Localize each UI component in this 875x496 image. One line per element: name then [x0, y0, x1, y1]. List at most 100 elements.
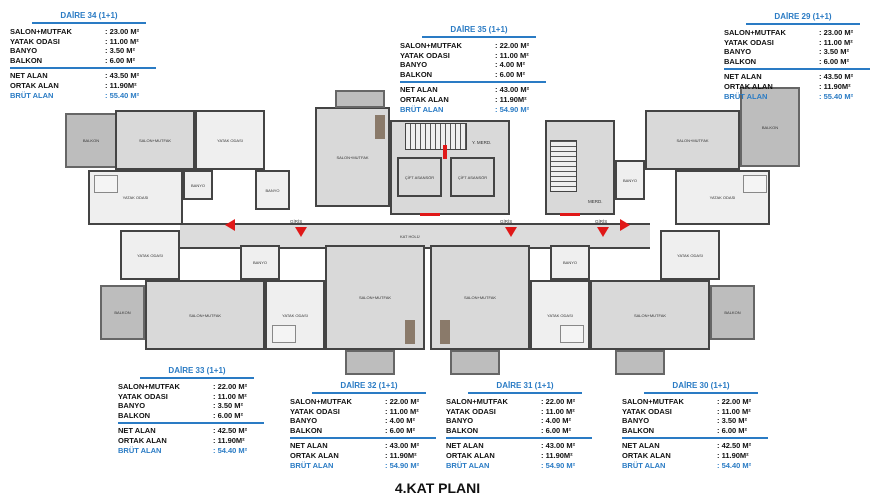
salon-33: SALON+MUTFAK	[145, 280, 265, 350]
area-label: NET ALAN	[118, 426, 156, 436]
core-right	[545, 120, 615, 215]
area-row: NET ALAN: 42.50 M²	[622, 441, 772, 451]
bath-33: BANYO	[240, 245, 280, 280]
divider	[622, 437, 768, 440]
area-value: : 54.90 M²	[541, 460, 576, 470]
area-value: : 4.00 M²	[385, 416, 416, 426]
area-row: NET ALAN : 43.50 M²	[724, 72, 874, 82]
balcony-32	[345, 350, 395, 375]
area-label: NET ALAN	[446, 441, 484, 451]
area-label: YATAK ODASI	[10, 36, 60, 46]
area-row: BANYO: 3.50 M²	[622, 416, 772, 426]
area-value: : 42.50 M²	[213, 426, 248, 436]
divider	[290, 437, 436, 440]
area-label: BALKON	[290, 425, 323, 435]
area-row: YATAK ODASI: 11.00 M²	[400, 51, 550, 61]
entrance-label: GİRİŞ	[290, 219, 303, 224]
area-row: YATAK ODASI: 11.00 M²	[446, 407, 596, 417]
area-row: YATAK ODASI: 11.00 M²	[10, 37, 160, 47]
room-label: YATAK ODASI	[217, 137, 243, 143]
area-value: : 11.00 M²	[819, 37, 853, 47]
area-label: ORTAK ALAN	[10, 80, 59, 90]
area-row: BALKON : 6.00 M²	[724, 57, 874, 67]
room-label: BANYO	[622, 177, 637, 183]
area-row: SALON+MUTFAK: 22.00 M²	[622, 397, 772, 407]
area-value: : 11.90M²	[819, 81, 851, 91]
area-value: : 43.50 M²	[819, 72, 854, 82]
balcony-29: BALKON	[740, 87, 800, 167]
balcony-33: BALKON	[100, 285, 145, 340]
area-value: : 22.00 M²	[541, 397, 576, 406]
room-label: YATAK ODASI	[137, 252, 163, 258]
area-value: : 6.00 M²	[819, 56, 850, 66]
area-row: BRÜT ALAN: 54.90 M²	[290, 461, 440, 471]
fire-stairs-label: Y. MERD.	[472, 140, 492, 145]
room-label: BANYO	[252, 260, 267, 265]
area-label: BRÜT ALAN	[290, 460, 334, 470]
area-row: YATAK ODASI: 11.00 M²	[724, 38, 874, 48]
area-row: YATAK ODASI : 11.00 M²	[622, 407, 772, 417]
area-value: : 3.50 M²	[105, 46, 136, 56]
bath-29: BANYO	[615, 160, 645, 200]
area-value: : 22.00 M²	[385, 397, 420, 406]
area-row: ORTAK ALAN: 11.90M²	[118, 436, 268, 446]
area-row: BANYO: 3.50 M²	[118, 401, 268, 411]
area-label: NET ALAN	[290, 441, 328, 451]
area-value: : 43.50 M²	[105, 71, 140, 81]
area-label: YATAK ODASI	[622, 406, 672, 416]
area-value: : 23.00 M²	[105, 27, 140, 36]
area-value: : 6.00 M²	[717, 425, 748, 435]
area-value: : 55.40 M²	[819, 91, 854, 101]
area-row: ORTAK ALAN: 11.90M²	[622, 451, 772, 461]
balcony-30b	[615, 350, 665, 375]
area-row: ORTAK ALAN: 11.90M²	[446, 451, 596, 461]
room-label: SALON+MUTFAK	[188, 312, 222, 318]
balcony-35	[335, 90, 385, 108]
area-value: : 43.00 M²	[385, 441, 420, 451]
room-label: YATAK ODASI	[282, 312, 308, 318]
area-row: BANYO: 4.00 M²	[400, 60, 550, 70]
bath-34: BANYO	[183, 170, 213, 200]
room-label: BALKON	[761, 124, 779, 130]
bed-icon	[743, 175, 767, 193]
divider	[446, 437, 592, 440]
area-value: : 11.90M²	[717, 450, 749, 460]
unit-title: DAİRE 35 (1+1)	[422, 25, 536, 38]
area-label: BALKON	[724, 56, 757, 66]
divider	[118, 422, 264, 425]
floor-plan: BALKON SALON+MUTFAK YATAK ODASI BANYO YA…	[60, 87, 820, 390]
area-row: SALON+MUTFAK: 23.00 M²	[724, 28, 874, 38]
salon-34: SALON+MUTFAK	[115, 110, 195, 170]
floor-title: 4.KAT PLANI	[394, 480, 481, 496]
door	[560, 213, 580, 216]
area-label: NET ALAN	[622, 441, 660, 451]
area-value: : 11.00 M²	[385, 406, 419, 416]
room-label: SALON+MUTFAK	[633, 312, 667, 318]
area-value: : 43.00 M²	[495, 85, 530, 95]
area-label: YATAK ODASI	[118, 391, 168, 401]
area-label: YATAK ODASI	[290, 406, 340, 416]
fire-stairs	[405, 123, 467, 150]
area-value: : 11.00 M²	[717, 406, 751, 416]
area-value: : 6.00 M²	[541, 425, 572, 435]
entrance-arrow-icon	[597, 227, 609, 237]
area-label: SALON+MUTFAK	[290, 397, 352, 406]
area-row: YATAK ODASI : 11.00 M²	[290, 407, 440, 417]
room-label: YATAK ODASI	[547, 312, 573, 318]
area-label: BANYO	[118, 401, 146, 411]
area-label: SALON+MUTFAK	[10, 27, 72, 36]
area-row: BALKON: 6.00 M²	[400, 70, 550, 80]
area-row: SALON+MUTFAK : 23.00 M²	[10, 27, 160, 37]
bath-35: BANYO	[255, 170, 290, 210]
area-value: : 6.00 M²	[385, 425, 416, 435]
area-label: NET ALAN	[724, 72, 762, 82]
unit-title: DAİRE 34 (1+1)	[32, 11, 146, 24]
bed-icon	[560, 325, 584, 343]
area-label: BANYO	[400, 60, 428, 70]
room-label: BANYO	[190, 182, 205, 188]
area-row: SALON+MUTFAK: 22.00 M²	[446, 397, 596, 407]
area-label: BALKON	[446, 425, 479, 435]
area-label: BALKON	[10, 55, 43, 65]
area-value: : 22.00 M²	[495, 41, 530, 50]
